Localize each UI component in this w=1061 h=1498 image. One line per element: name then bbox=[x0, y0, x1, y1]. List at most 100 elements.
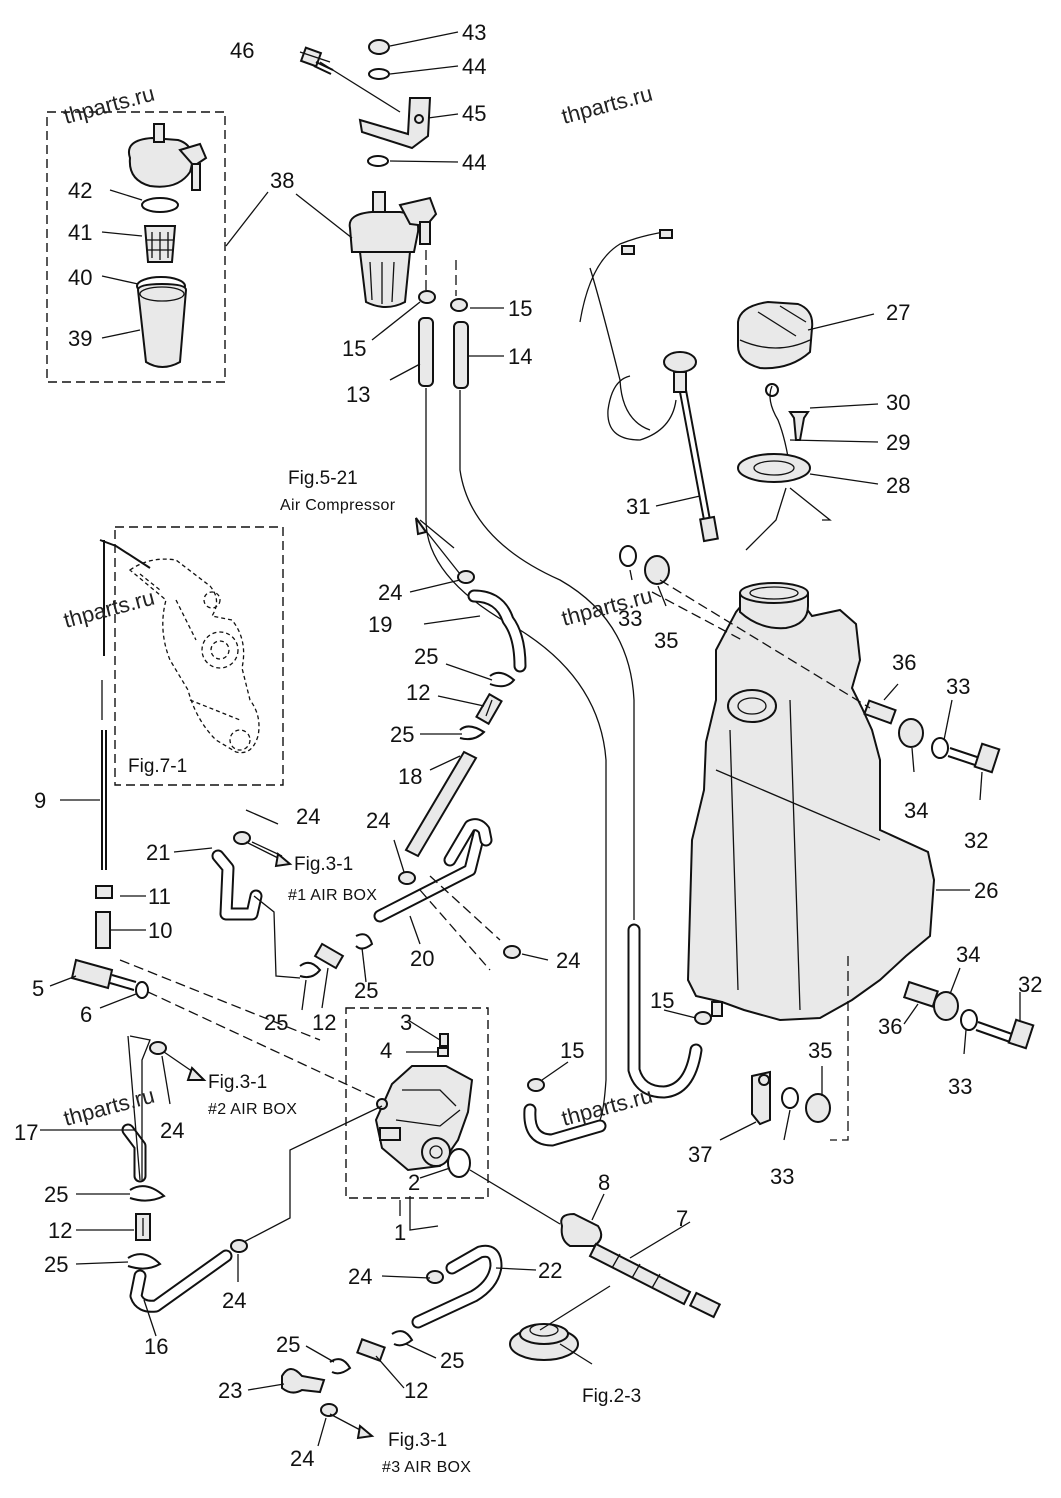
watermark: thparts.ru bbox=[559, 81, 655, 129]
clamp-15-pump bbox=[527, 1078, 545, 1092]
callout-13: 13 bbox=[346, 382, 370, 407]
watermark: thparts.ru bbox=[559, 1083, 655, 1131]
fitting-5 bbox=[70, 958, 137, 991]
callout-25: 25 bbox=[264, 1010, 288, 1035]
grommet-35-bottom bbox=[805, 1093, 831, 1123]
callout-42: 42 bbox=[68, 178, 92, 203]
callout-12: 12 bbox=[404, 1378, 428, 1403]
callout-34: 34 bbox=[904, 798, 928, 823]
ref-fig-7-1: Fig.7-1 bbox=[128, 756, 187, 777]
callout-15: 15 bbox=[342, 336, 366, 361]
callout-24: 24 bbox=[222, 1288, 246, 1313]
callout-33: 33 bbox=[946, 674, 970, 699]
fig-7-1-bracket bbox=[128, 558, 260, 754]
callout-24: 24 bbox=[296, 804, 320, 829]
callout-36: 36 bbox=[878, 1014, 902, 1039]
figure-references: Fig.5-21 Air Compressor Fig.7-1 Fig.3-1 … bbox=[128, 468, 641, 1476]
callout-6: 6 bbox=[80, 1002, 92, 1027]
washer-44-upper bbox=[368, 68, 390, 80]
bolt-3 bbox=[439, 1033, 449, 1047]
callout-24: 24 bbox=[378, 580, 402, 605]
callout-20: 20 bbox=[410, 946, 434, 971]
washer-33-upper bbox=[931, 737, 949, 759]
callout-35: 35 bbox=[654, 628, 678, 653]
clip-25-17-top bbox=[129, 1185, 166, 1202]
callout-41: 41 bbox=[68, 220, 92, 245]
grommet-34-upper bbox=[898, 718, 924, 748]
ref-air-compressor: Air Compressor bbox=[280, 497, 396, 514]
clamp-24-mid bbox=[398, 871, 416, 885]
callout-10: 10 bbox=[148, 918, 172, 943]
clamp-24-21 bbox=[233, 831, 251, 845]
fuel-tank-26 bbox=[686, 582, 936, 1141]
clip-25-upper bbox=[489, 671, 516, 688]
check-valve-12-left bbox=[135, 1213, 151, 1241]
hose-23 bbox=[281, 1368, 326, 1394]
callout-14: 14 bbox=[508, 344, 532, 369]
bolt-32-upper bbox=[947, 742, 1001, 774]
callout-22: 22 bbox=[538, 1258, 562, 1283]
callout-16: 16 bbox=[144, 1334, 168, 1359]
callout-9: 9 bbox=[34, 788, 46, 813]
hose-13 bbox=[418, 317, 434, 387]
clamp-24-top bbox=[457, 570, 475, 584]
ref-air-box-1: #1 AIR BOX bbox=[288, 887, 377, 904]
nut-43 bbox=[368, 39, 390, 55]
hose-14 bbox=[453, 321, 469, 389]
shaft-7 bbox=[588, 1242, 722, 1319]
fuel-line-13-14 bbox=[425, 388, 635, 1121]
callout-34: 34 bbox=[956, 942, 980, 967]
ref-fig-3-1-a: Fig.3-1 bbox=[294, 854, 353, 875]
clip-25-right bbox=[355, 933, 374, 950]
callout-5: 5 bbox=[32, 976, 44, 1001]
callout-25: 25 bbox=[440, 1348, 464, 1373]
callout-39: 39 bbox=[68, 326, 92, 351]
washer-6 bbox=[135, 981, 149, 999]
callout-45: 45 bbox=[462, 101, 486, 126]
callout-21: 21 bbox=[146, 840, 170, 865]
callout-24: 24 bbox=[290, 1446, 314, 1471]
hose-21 bbox=[211, 849, 263, 921]
callout-19: 19 bbox=[368, 612, 392, 637]
callout-26: 26 bbox=[974, 878, 998, 903]
callout-15: 15 bbox=[650, 988, 674, 1013]
callout-32: 32 bbox=[964, 828, 988, 853]
washer-33-bottom bbox=[781, 1087, 799, 1109]
leader-lines bbox=[40, 31, 1021, 1447]
fuel-cap-27 bbox=[737, 300, 814, 370]
ref-fig-3-1-b: Fig.3-1 bbox=[208, 1072, 267, 1093]
callout-30: 30 bbox=[886, 390, 910, 415]
filter-element-41 bbox=[143, 225, 177, 263]
hose-22 bbox=[411, 1244, 503, 1329]
hose-18 bbox=[404, 750, 478, 858]
rod-9 bbox=[99, 539, 151, 870]
callout-46: 46 bbox=[230, 38, 254, 63]
callout-37: 37 bbox=[688, 1142, 712, 1167]
ref-air-box-2: #2 AIR BOX bbox=[208, 1101, 297, 1118]
callout-36: 36 bbox=[892, 650, 916, 675]
hose-17 bbox=[121, 1123, 147, 1183]
washer-33-lower bbox=[960, 1009, 978, 1031]
callout-8: 8 bbox=[598, 1170, 610, 1195]
ref-fig-2-3: Fig.2-3 bbox=[582, 1386, 641, 1407]
callout-17: 17 bbox=[14, 1120, 38, 1145]
ref-fig-5-21: Fig.5-21 bbox=[288, 468, 358, 489]
collar-36-lower bbox=[902, 980, 939, 1008]
filter-kit-group-box bbox=[46, 111, 226, 383]
fig-7-1-group-box bbox=[114, 526, 284, 786]
callout-44: 44 bbox=[462, 54, 486, 79]
callout-12: 12 bbox=[48, 1218, 72, 1243]
collar-8 bbox=[560, 1212, 603, 1247]
callout-33: 33 bbox=[948, 1074, 972, 1099]
hose-19 bbox=[467, 589, 527, 673]
callout-18: 18 bbox=[398, 764, 422, 789]
clamp-15-tank bbox=[694, 1011, 712, 1025]
callout-38: 38 bbox=[270, 168, 294, 193]
callout-29: 29 bbox=[886, 430, 910, 455]
callout-24: 24 bbox=[556, 948, 580, 973]
bracket-45 bbox=[358, 97, 432, 150]
hose-20 bbox=[373, 818, 493, 923]
check-valve-12-upper bbox=[475, 692, 503, 726]
washer-44-lower bbox=[367, 155, 389, 167]
